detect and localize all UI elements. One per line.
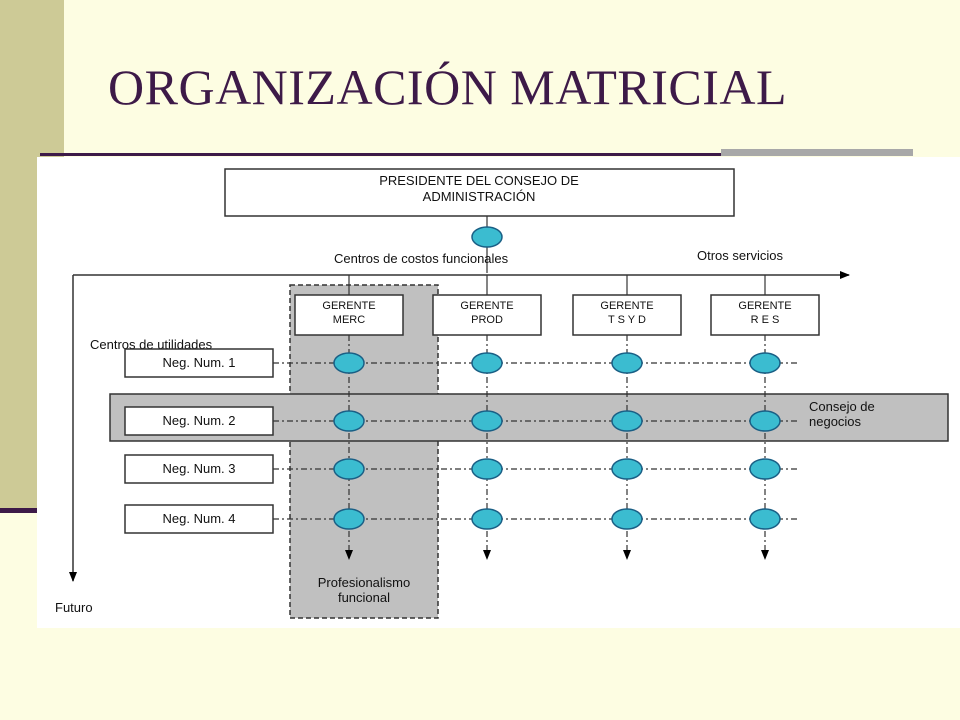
title-rule-accent xyxy=(721,149,913,156)
matrix-node xyxy=(749,508,781,530)
president-label-line-2: ADMINISTRACIÓN xyxy=(423,189,536,204)
manager-label-line-1: GERENTE xyxy=(738,300,791,312)
matrix-node xyxy=(471,352,503,374)
business-board-label-line-2: negocios xyxy=(809,414,862,429)
manager-label-line-1: GERENTE xyxy=(460,300,513,312)
diagram-canvas: PRESIDENTE DEL CONSEJO DE ADMINISTRACIÓN… xyxy=(55,168,949,619)
matrix-node xyxy=(333,458,365,480)
matrix-node xyxy=(333,352,365,374)
business-box-2 xyxy=(124,406,274,436)
business-label: Neg. Num. 2 xyxy=(163,413,236,428)
matrix-node xyxy=(749,458,781,480)
manager-box-2 xyxy=(432,294,542,336)
professionalism-label-line-1: Profesionalismo xyxy=(318,575,411,590)
matrix-node xyxy=(471,410,503,432)
slide-title: ORGANIZACIÓN MATRICIAL xyxy=(108,59,788,115)
matrix-node xyxy=(611,458,643,480)
business-box-4 xyxy=(124,504,274,534)
business-box-3 xyxy=(124,454,274,484)
manager-box-4 xyxy=(710,294,820,336)
title-rule xyxy=(40,153,913,156)
functional-axis-label: Centros de costos funcionales xyxy=(334,251,509,266)
business-board-label-line-1: Consejo de xyxy=(809,399,875,414)
manager-box-3 xyxy=(572,294,682,336)
other-services-label: Otros servicios xyxy=(697,248,783,263)
matrix-node xyxy=(333,410,365,432)
matrix-node xyxy=(611,352,643,374)
manager-label-line-2: R E S xyxy=(751,314,780,326)
matrix-organization-diagram: PRESIDENTE DEL CONSEJO DE ADMINISTRACIÓN… xyxy=(37,157,960,628)
matrix-node xyxy=(471,508,503,530)
business-label: Neg. Num. 4 xyxy=(163,511,236,526)
manager-label-line-1: GERENTE xyxy=(322,300,375,312)
manager-box-1 xyxy=(294,294,404,336)
president-node xyxy=(471,226,503,248)
matrix-node xyxy=(611,410,643,432)
president-box xyxy=(224,168,735,217)
business-label: Neg. Num. 1 xyxy=(163,355,236,370)
business-label: Neg. Num. 3 xyxy=(163,461,236,476)
manager-label-line-2: MERC xyxy=(333,314,365,326)
slide-left-bar-line xyxy=(0,508,64,513)
manager-label-line-2: PROD xyxy=(471,314,503,326)
future-label: Futuro xyxy=(55,600,93,615)
matrix-node xyxy=(333,508,365,530)
matrix-node xyxy=(749,352,781,374)
matrix-node xyxy=(749,410,781,432)
manager-label-line-1: GERENTE xyxy=(600,300,653,312)
matrix-node xyxy=(471,458,503,480)
president-label-line-1: PRESIDENTE DEL CONSEJO DE xyxy=(379,173,579,188)
business-box-1 xyxy=(124,348,274,378)
matrix-node xyxy=(611,508,643,530)
professionalism-column xyxy=(289,284,439,619)
manager-label-line-2: T S Y D xyxy=(608,314,646,326)
professionalism-label-line-2: funcional xyxy=(338,590,390,605)
